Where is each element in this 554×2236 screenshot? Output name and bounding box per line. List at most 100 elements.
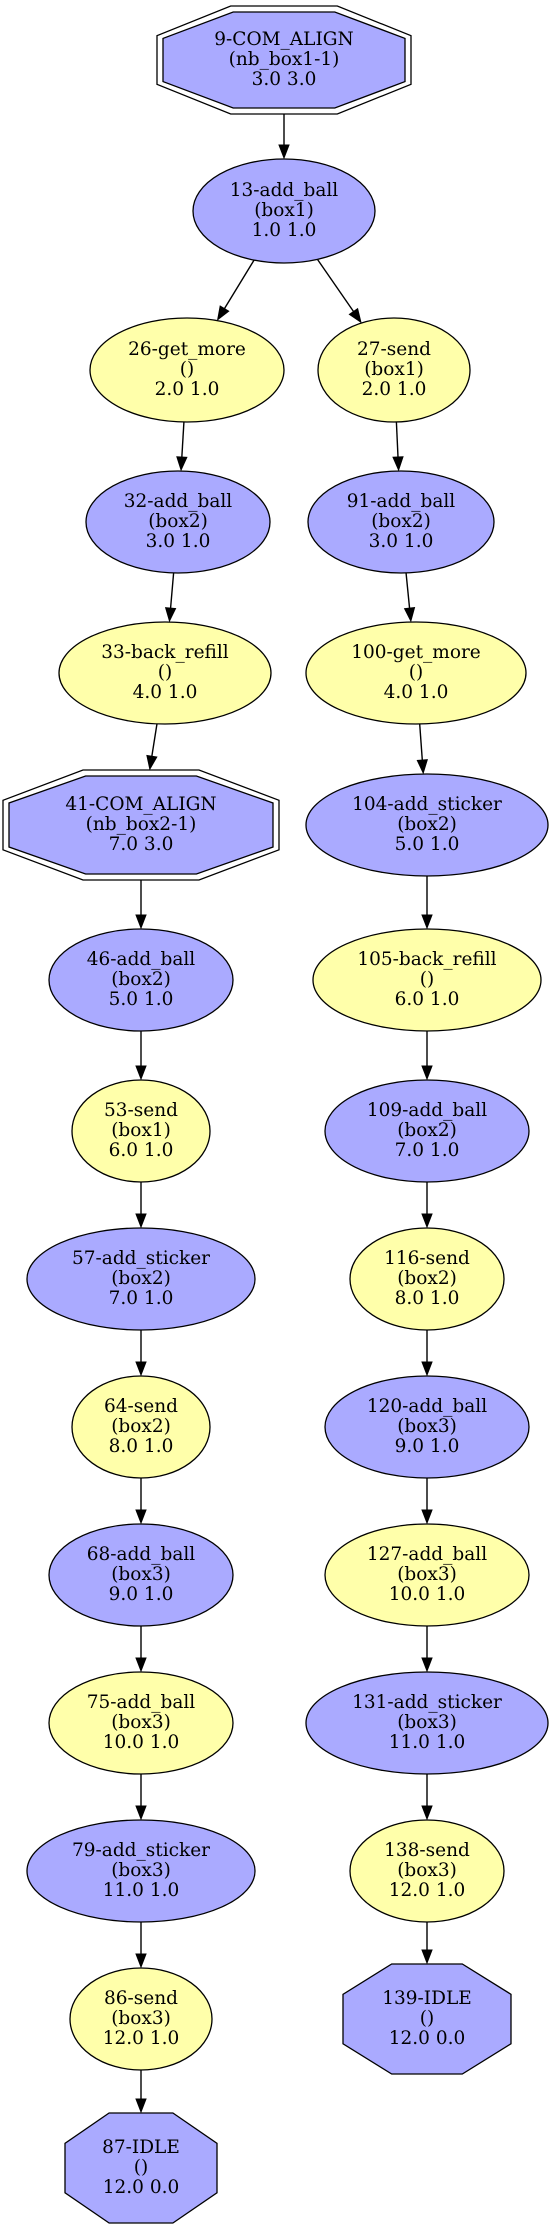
node-label: 79-add_sticker [72,1840,210,1861]
node-values: 7.0 3.0 [109,834,174,855]
node-131: 131-add_sticker(box3)11.0 1.0 [305,1671,549,1775]
node-argument: (box2) [371,511,431,532]
arrowhead-icon [164,607,177,623]
node-argument: () [180,359,194,380]
arrowhead-icon [403,607,416,623]
ellipse-node-shape [317,317,471,423]
ellipse-node-shape [85,470,271,574]
edge-57-to-64 [135,1330,147,1377]
node-values: 2.0 1.0 [362,379,427,400]
edge-line [181,421,185,458]
node-91: 91-add_ball(box2)3.0 1.0 [307,470,495,574]
arrowhead-icon [135,1065,147,1081]
node-label: 139-IDLE [382,1988,472,2009]
node-argument: (box2) [397,1120,457,1141]
node-argument: (box3) [111,1712,171,1733]
node-label: 68-add_ball [87,1544,196,1565]
node-label: 104-add_sticker [352,794,502,815]
node-argument: (box3) [397,1416,457,1437]
node-26: 26-get_more()2.0 1.0 [89,317,285,423]
edge-27-to-91 [392,421,404,472]
node-label: 105-back_refill [357,949,496,970]
edge-26-to-32 [176,421,188,472]
arrowhead-icon [176,456,188,472]
node-values: 10.0 1.0 [389,1584,466,1605]
node-argument: (nb_box2-1) [86,814,197,835]
node-values: 2.0 1.0 [155,379,220,400]
edge-75-to-79 [135,1774,147,1821]
ellipse-node-shape [26,1227,256,1331]
node-label: 138-send [384,1840,470,1861]
node-109: 109-add_ball(box2)7.0 1.0 [324,1079,530,1183]
node-100: 100-get_more()4.0 1.0 [305,621,527,725]
node-label: 116-send [384,1248,470,1269]
node-86: 86-send(box3)12.0 1.0 [69,1967,213,2071]
node-values: 9.0 1.0 [109,1584,174,1605]
arrowhead-icon [278,144,290,160]
ellipse-node-shape [305,773,549,877]
node-label: 109-add_ball [367,1100,487,1121]
edge-line [169,572,175,609]
arrowhead-icon [135,1805,147,1821]
node-values: 5.0 1.0 [395,834,460,855]
node-argument: (box1) [111,1120,171,1141]
edge-138-to-139 [421,1922,433,1965]
ellipse-node-shape [324,1375,530,1479]
arrowhead-icon [421,1657,433,1673]
arrowhead-icon [421,914,433,930]
node-argument: (box1) [364,359,424,380]
arrowhead-icon [421,1213,433,1229]
node-27: 27-send(box1)2.0 1.0 [317,317,471,423]
arrowhead-icon [135,1509,147,1525]
node-values: 3.0 1.0 [369,531,434,552]
node-64: 64-send(box2)8.0 1.0 [71,1375,211,1479]
ellipse-node-shape [48,928,234,1032]
edge-33-to-41 [146,723,158,771]
edge-32-to-33 [164,572,177,623]
node-values: 3.0 1.0 [146,531,211,552]
node-argument: () [420,969,434,990]
ellipse-node-shape [312,928,542,1032]
node-75: 75-add_ball(box3)10.0 1.0 [48,1671,234,1775]
ellipse-node-shape [305,1671,549,1775]
node-138: 138-send(box3)12.0 1.0 [349,1819,505,1923]
edge-line [223,259,255,309]
edge-68-to-75 [135,1626,147,1673]
node-53: 53-send(box1)6.0 1.0 [71,1079,211,1183]
node-argument: (nb_box1-1) [229,49,340,70]
node-argument: (box3) [397,1712,457,1733]
node-argument: (box2) [148,511,208,532]
node-label: 87-IDLE [102,2137,180,2158]
double-octagon-outer-border [2,769,280,881]
node-values: 11.0 1.0 [389,1732,466,1753]
node-values: 8.0 1.0 [395,1288,460,1309]
node-values: 4.0 1.0 [133,682,198,703]
edge-104-to-105 [421,876,433,930]
node-values: 5.0 1.0 [109,989,174,1010]
arrowhead-icon [421,1805,433,1821]
node-argument: () [409,662,423,683]
ellipse-node-shape [307,470,495,574]
edge-line [151,723,158,757]
node-label: 9-COM_ALIGN [214,29,353,50]
node-values: 6.0 1.0 [395,989,460,1010]
node-13: 13-add_ball(box1)1.0 1.0 [192,158,376,264]
node-argument: (box1) [254,200,314,221]
edge-127-to-131 [421,1626,433,1673]
edge-13-to-27 [316,258,362,324]
node-33: 33-back_refill()4.0 1.0 [58,621,272,725]
node-label: 53-send [104,1100,178,1121]
arrowhead-icon [146,754,158,771]
nodes-layer: 9-COM_ALIGN(nb_box1-1)3.0 3.013-add_ball… [2,5,549,2224]
edge-41-to-46 [135,880,147,930]
node-127: 127-add_ball(box3)10.0 1.0 [324,1523,530,1627]
node-label: 91-add_ball [347,491,456,512]
arrowhead-icon [135,1361,147,1377]
ellipse-node-shape [26,1819,256,1923]
node-46: 46-add_ball(box2)5.0 1.0 [48,928,234,1032]
node-105: 105-back_refill()6.0 1.0 [312,928,542,1032]
edge-46-to-53 [135,1031,147,1081]
node-values: 12.0 1.0 [103,2028,180,2049]
edge-64-to-68 [135,1478,147,1525]
